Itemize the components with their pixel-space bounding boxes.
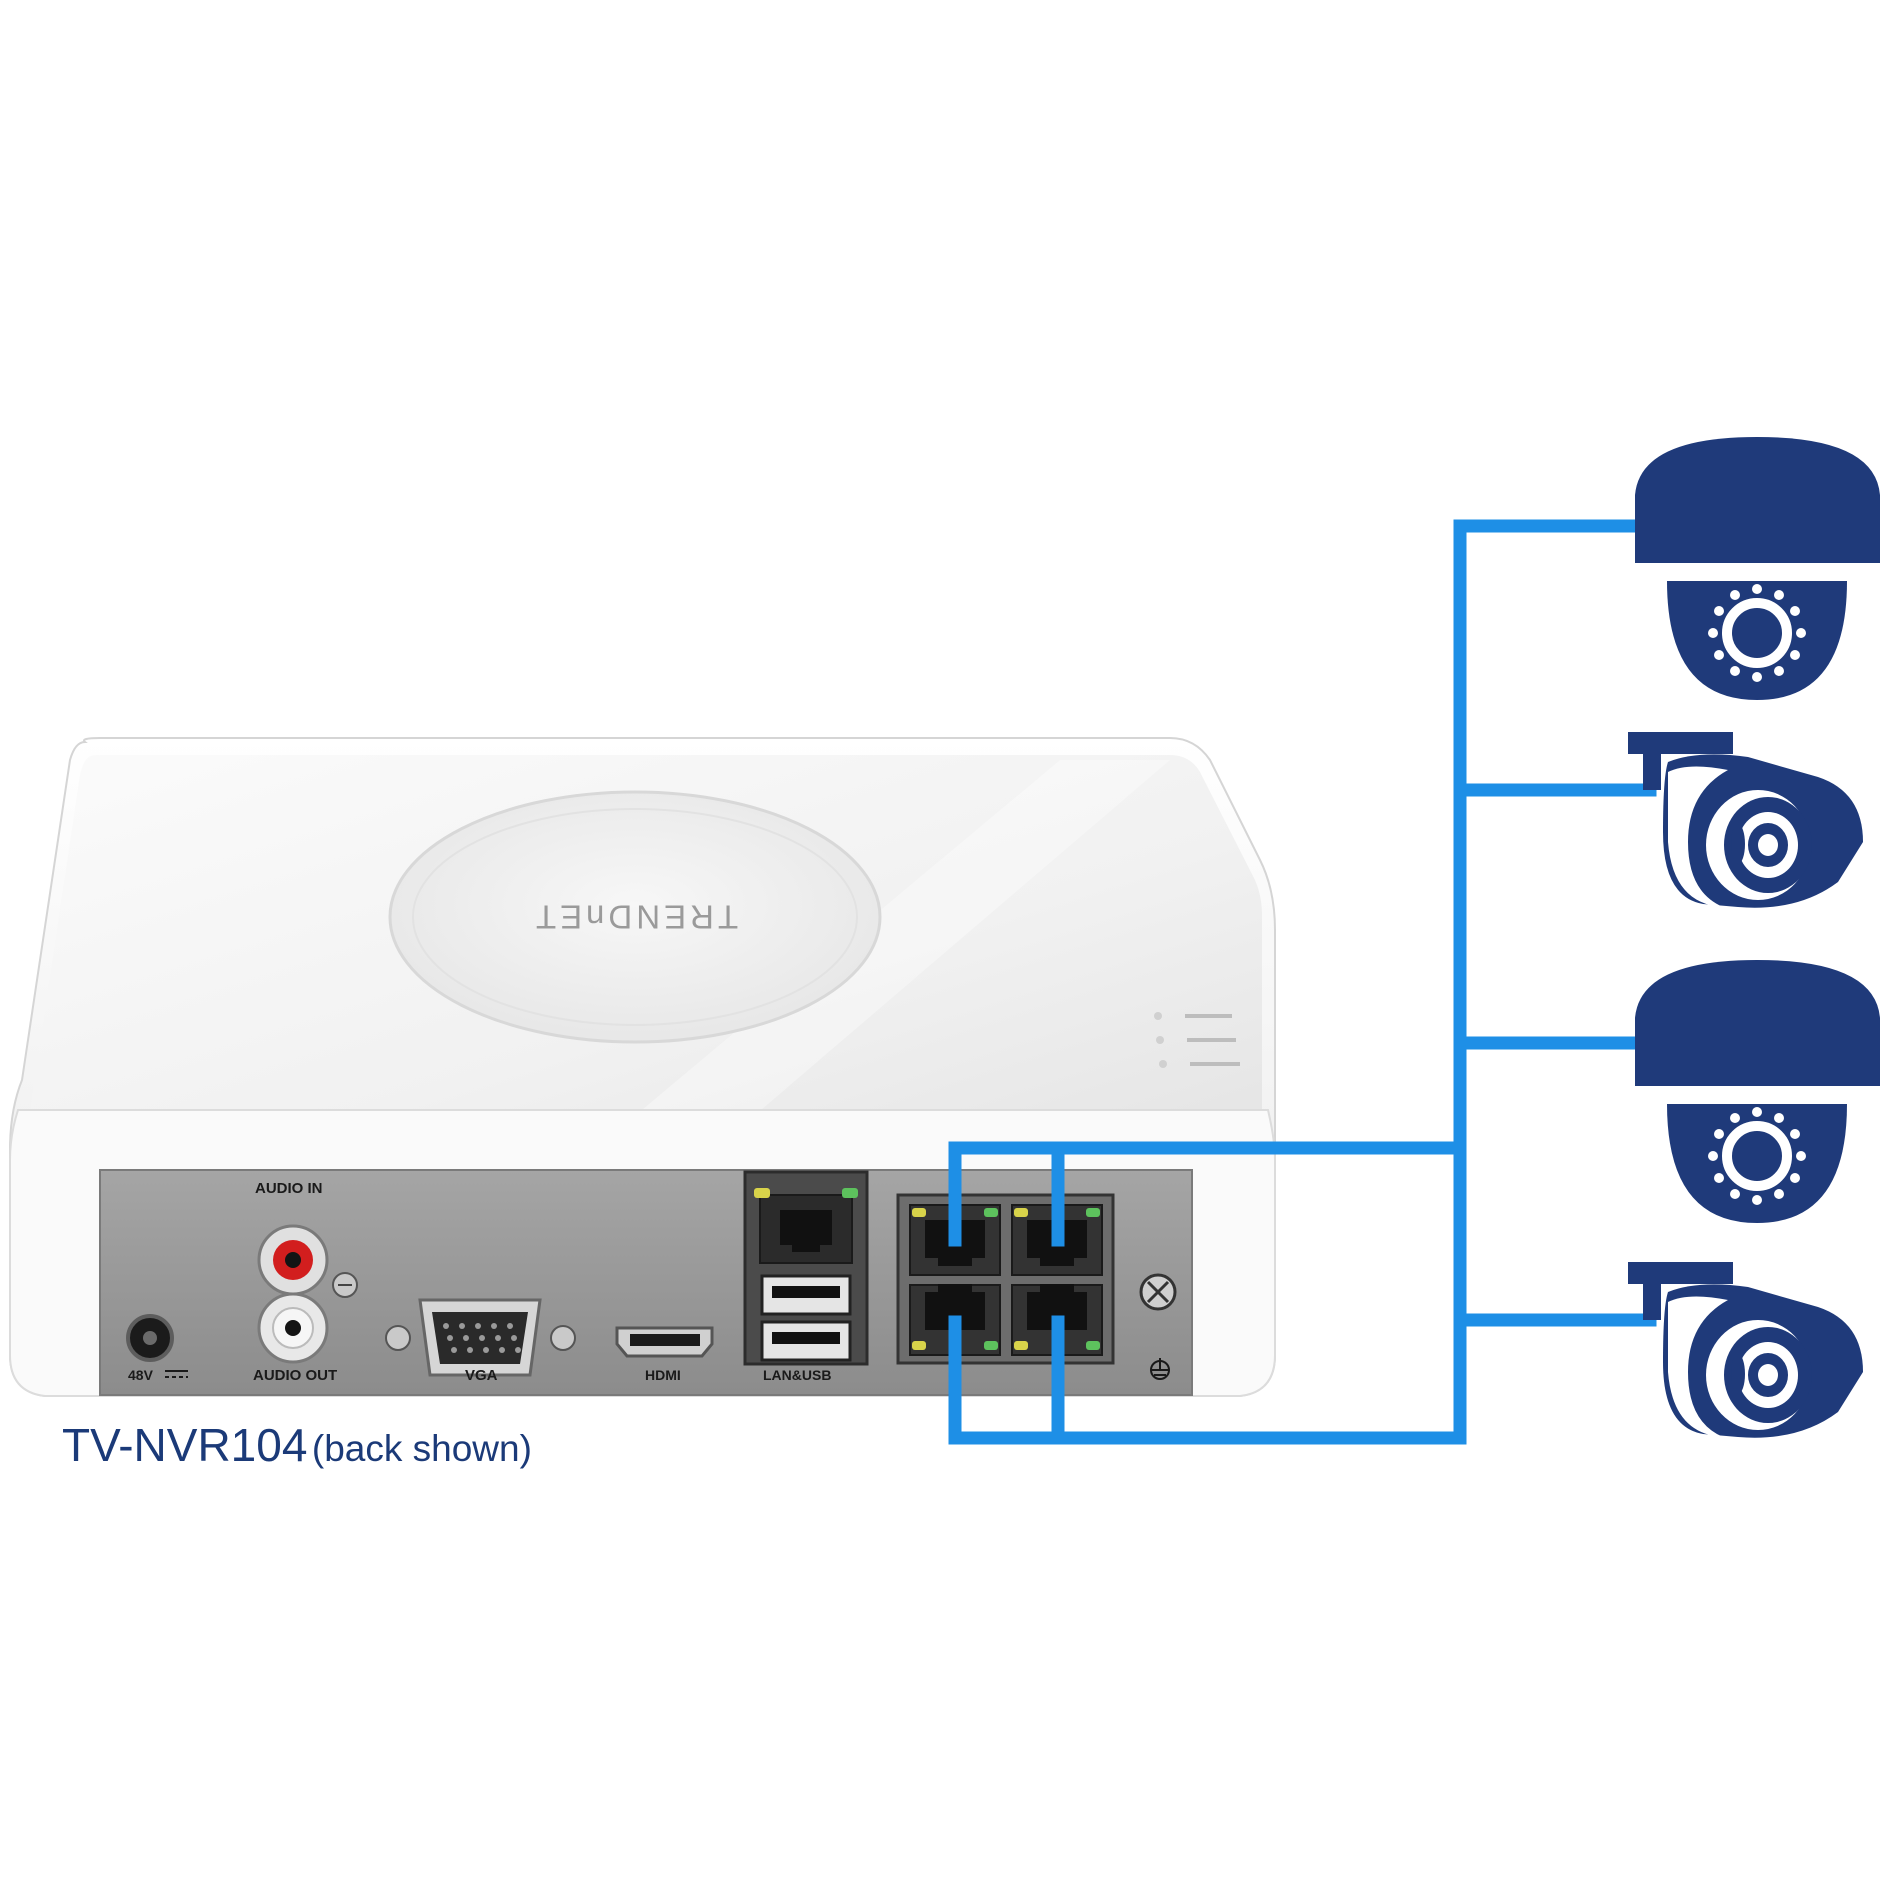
power-label: 48V	[128, 1367, 154, 1383]
caption-note: (back shown)	[311, 1428, 532, 1469]
cable-port-3	[948, 1315, 1467, 1445]
ground-screw	[1139, 1273, 1177, 1311]
poe-ports	[896, 1193, 1115, 1365]
audio-in-label: AUDIO IN	[255, 1180, 323, 1197]
nvr-device: TRENDnET 48V AUDIO IN	[9, 737, 1276, 1397]
screw	[332, 1272, 358, 1298]
vga-label: VGA	[465, 1367, 498, 1384]
lan-usb-label: LAN&USB	[763, 1367, 831, 1383]
lan-led	[754, 1188, 770, 1198]
status-led	[1154, 1012, 1162, 1020]
bullet-camera-icon	[1628, 1262, 1863, 1438]
logo-disc	[388, 790, 882, 1044]
power-jack: 48V	[126, 1314, 188, 1383]
audio-out-port	[257, 1292, 329, 1364]
top-sheen	[600, 760, 1170, 1145]
brand-logo: TRENDnET	[532, 899, 738, 936]
hdmi-port: HDMI	[615, 1326, 714, 1383]
cable-port-1	[948, 1141, 1467, 1247]
dome-camera-icon	[1631, 960, 1884, 1223]
lan-usb-block: LAN&USB	[743, 1170, 869, 1383]
status-led	[1156, 1036, 1164, 1044]
poe-cables	[948, 519, 1657, 1445]
audio-out-label: AUDIO OUT	[253, 1367, 337, 1384]
dome-camera-icon	[1631, 437, 1884, 700]
lan-led	[842, 1188, 858, 1198]
logo-disc-inner	[412, 808, 858, 1026]
product-caption: TV-NVR104 (back shown)	[62, 1418, 532, 1472]
bullet-camera-icon	[1628, 732, 1863, 908]
hdmi-label: HDMI	[645, 1367, 681, 1383]
model-name: TV-NVR104	[62, 1419, 308, 1471]
audio-in-port	[257, 1224, 329, 1296]
ground-icon	[1150, 1358, 1170, 1380]
status-led	[1159, 1060, 1167, 1068]
status-leds	[1154, 1012, 1240, 1068]
vga-port: VGA	[385, 1298, 576, 1384]
